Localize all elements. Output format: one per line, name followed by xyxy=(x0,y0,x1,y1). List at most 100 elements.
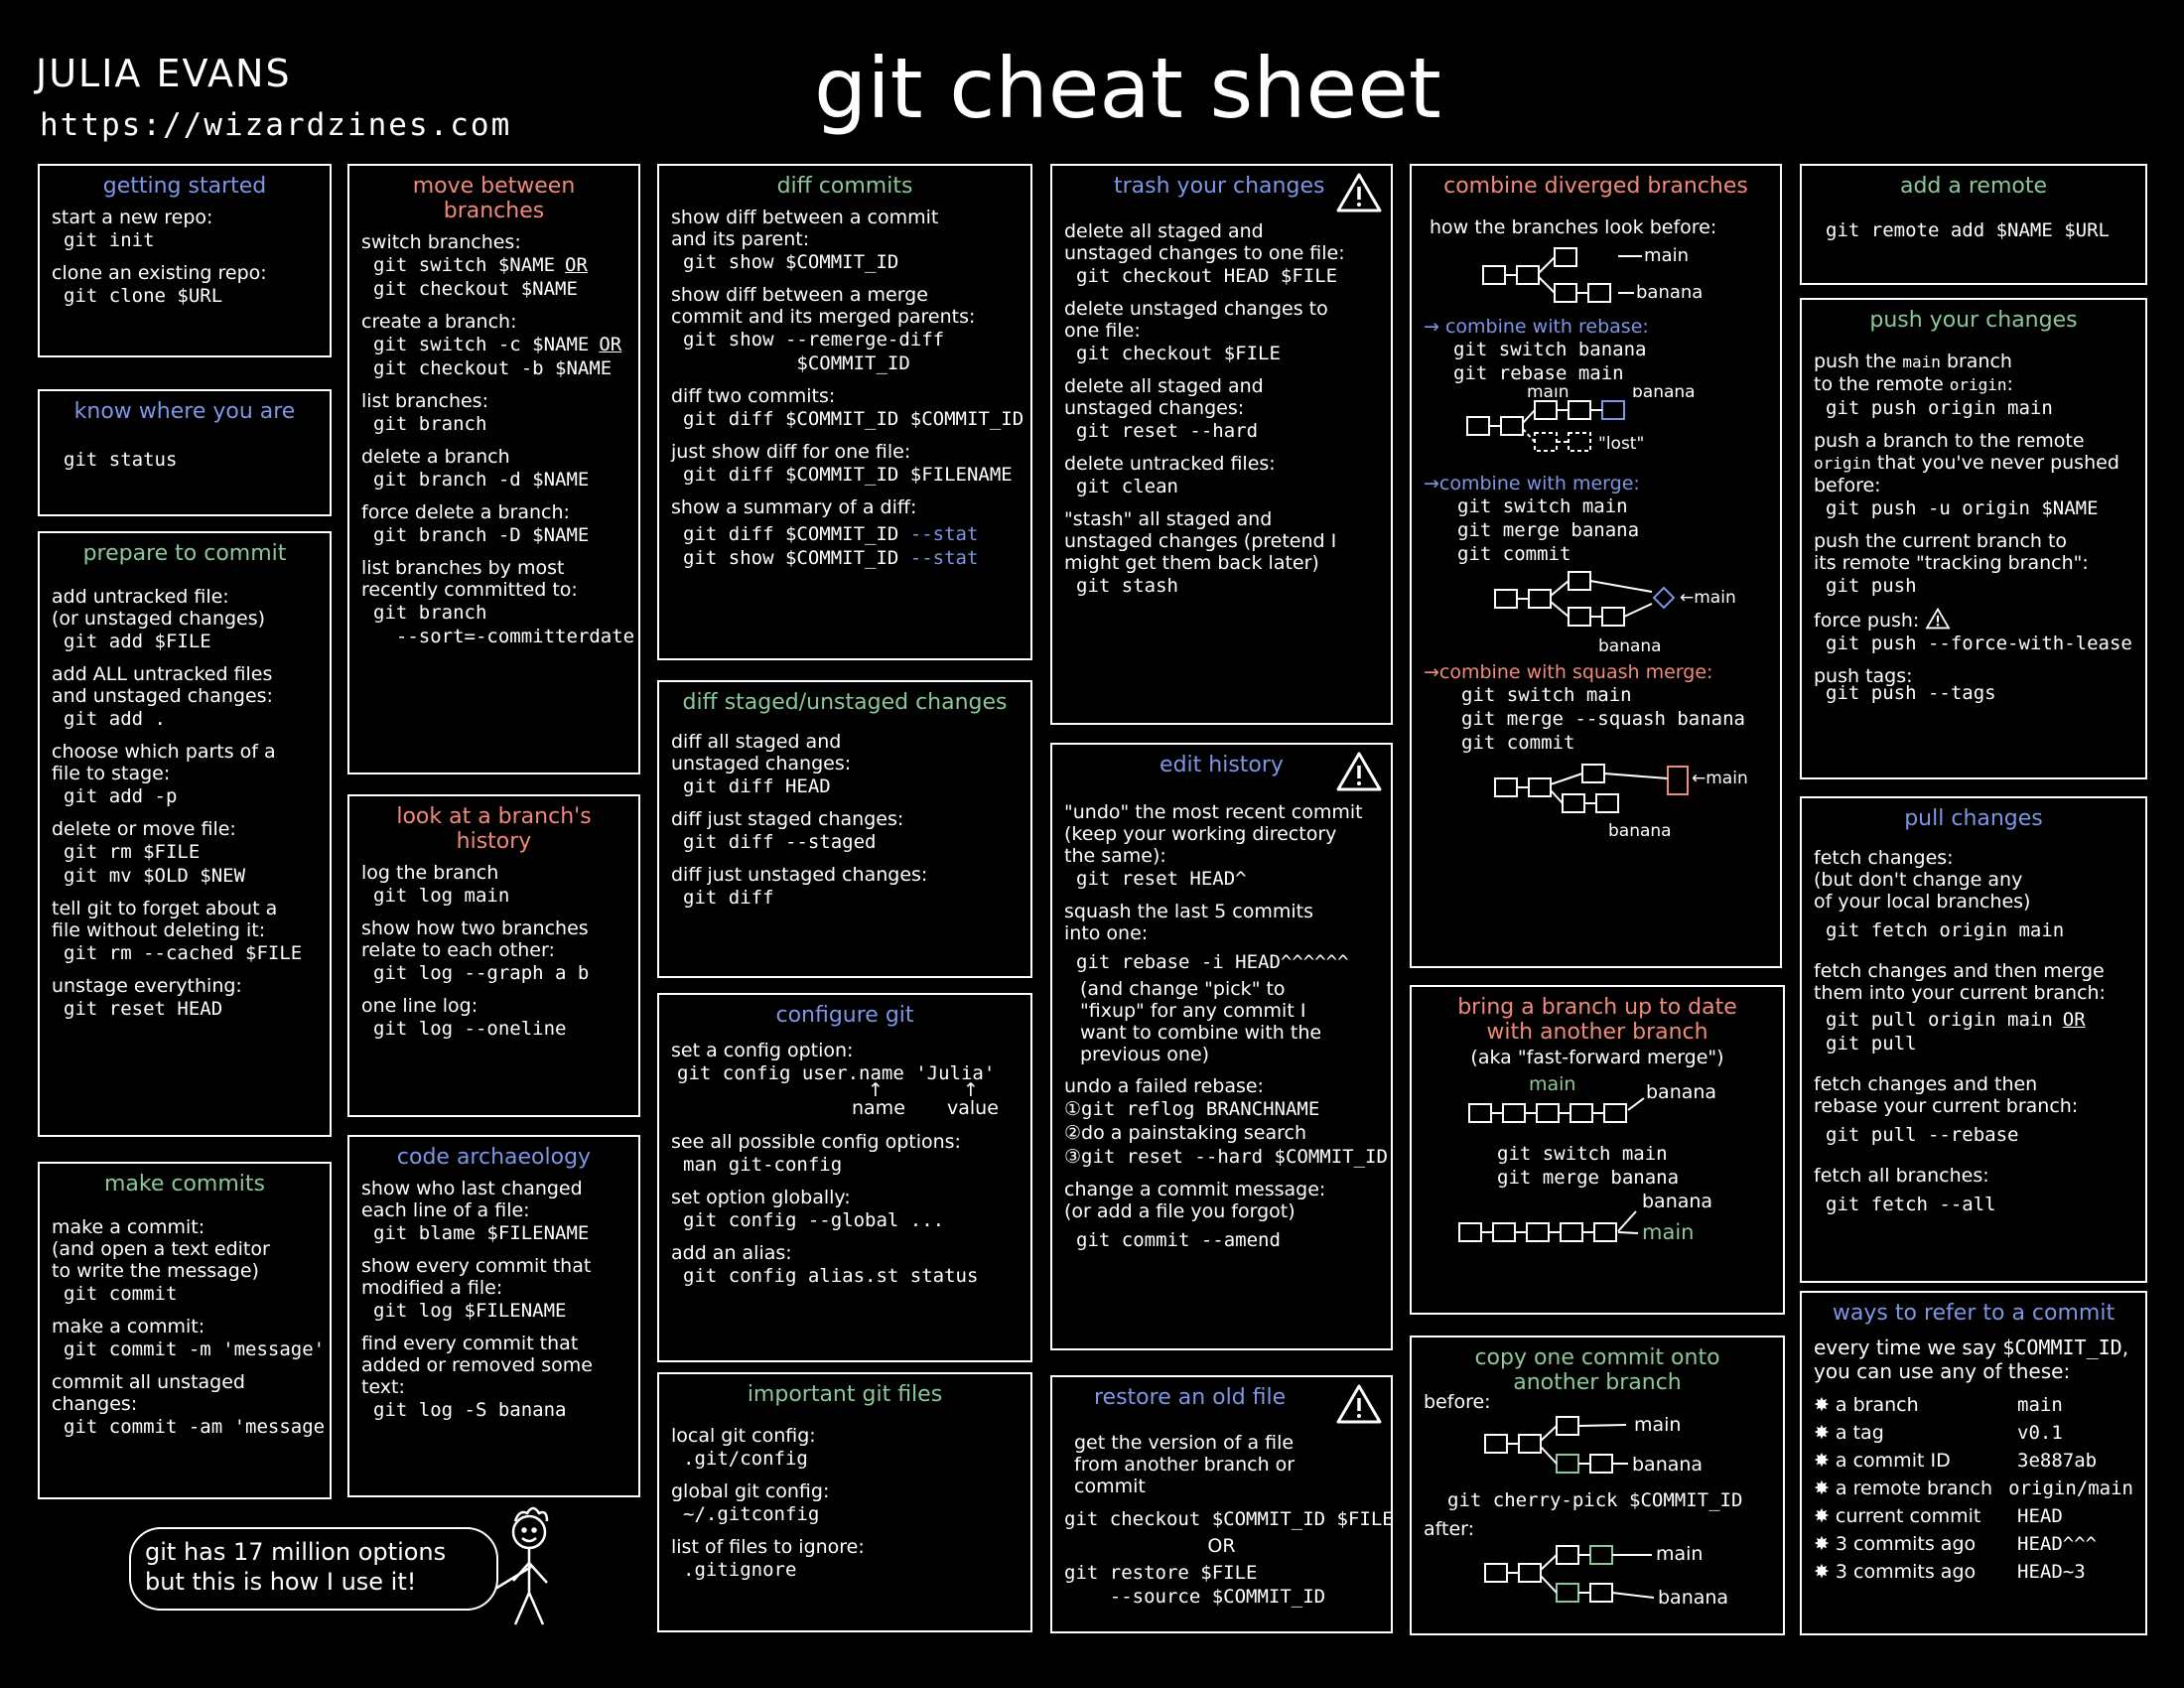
ref-kind-label: a remote branch xyxy=(1835,1477,1993,1499)
command: git reset HEAD xyxy=(64,998,223,1020)
command: git clone $URL xyxy=(64,285,223,307)
remote-name: origin xyxy=(1814,454,1871,473)
ref-kind: ✸current commit xyxy=(1814,1502,2017,1530)
remote-name: origin xyxy=(1949,375,2007,394)
description: choose which parts of a file to stage: xyxy=(52,741,276,784)
command: git branch -D $NAME xyxy=(373,524,590,546)
ref-example: HEAD^^^ xyxy=(2017,1533,2098,1555)
up-arrow-icon: ↑ xyxy=(868,1079,884,1101)
description: fetch changes and then rebase your curre… xyxy=(1814,1073,2079,1117)
command: git add . xyxy=(64,708,166,730)
list-item: show how two branches relate to each oth… xyxy=(361,917,626,985)
description: make a commit: xyxy=(52,1316,205,1337)
main-label: ←main xyxy=(1680,588,1736,608)
section-label: combine with squash merge: xyxy=(1438,661,1713,683)
banana-label: banana xyxy=(1608,821,1672,840)
description: log the branch xyxy=(361,862,499,884)
box-title: make commits xyxy=(103,1172,265,1196)
list-item: diff two commits:git diff $COMMIT_ID $CO… xyxy=(671,385,1024,431)
step-number: ② xyxy=(1064,1122,1082,1144)
list-item: force delete a branch:git branch -D $NAM… xyxy=(361,501,626,547)
description: add ALL untracked files and unstaged cha… xyxy=(52,663,273,707)
value-label: value xyxy=(947,1097,999,1119)
annotation-row: name ↑ value ↑ xyxy=(671,1079,1019,1121)
box-title: move between branches xyxy=(412,174,576,223)
command: git merge --squash banana xyxy=(1461,708,1745,730)
page-title: git cheat sheet xyxy=(814,40,1441,137)
command: git merge banana xyxy=(1497,1167,1680,1189)
command: git pull --rebase xyxy=(1826,1124,2019,1146)
description: force delete a branch: xyxy=(361,501,570,523)
command: $COMMIT_ID xyxy=(683,352,910,374)
merge-label: →combine with merge: xyxy=(1424,473,1768,494)
description: delete all staged and unstaged changes t… xyxy=(1064,220,1345,264)
list-item: just show diff for one file:git diff $CO… xyxy=(671,441,1019,487)
warning-icon xyxy=(1335,751,1383,796)
command: git cherry-pick $COMMIT_ID xyxy=(1447,1489,1743,1511)
combine-branches-box: combine diverged branches how the branch… xyxy=(1410,164,1782,968)
list-item: "stash" all staged and unstaged changes … xyxy=(1064,508,1379,598)
rebase-label: → combine with rebase: xyxy=(1424,316,1768,338)
banana-label: banana xyxy=(1598,636,1662,656)
description: show diff between a merge commit and its… xyxy=(671,284,976,328)
description: how the branches look before: xyxy=(1430,216,1717,238)
ref-example: main xyxy=(2017,1394,2063,1416)
text: every time we say xyxy=(1814,1336,2003,1359)
command: git diff $COMMIT_ID xyxy=(683,523,910,545)
command: git remote add $NAME $URL xyxy=(1826,219,2110,241)
command: git checkout $COMMIT_ID $FILE xyxy=(1064,1508,1393,1530)
bullet-icon: ✸ xyxy=(1814,1505,1830,1527)
banana-label: banana xyxy=(1636,282,1703,303)
stat-flag: --stat xyxy=(909,547,979,569)
command: git branch xyxy=(373,602,487,624)
command: git checkout $NAME xyxy=(373,278,578,300)
box-title: configure git xyxy=(775,1003,914,1028)
site-url[interactable]: https://wizardzines.com xyxy=(40,107,512,143)
refer-commit-box: ways to refer to a commit every time we … xyxy=(1800,1291,2147,1635)
squash-diagram: ←main banana xyxy=(1494,764,1748,840)
command: git restore $FILE xyxy=(1064,1562,1258,1584)
ref-kind: ✸a commit ID xyxy=(1814,1447,2017,1475)
list-item: global git config:~/.gitconfig xyxy=(671,1480,1019,1526)
ff-after-diagram: banana main xyxy=(1458,1192,1712,1244)
warning-icon xyxy=(1335,1383,1383,1429)
ref-kind: ✸a remote branch xyxy=(1814,1475,2008,1502)
push-changes-box: push your changes push the main branch t… xyxy=(1800,298,2147,779)
main-label: main xyxy=(1642,1220,1694,1244)
list-item: add untracked file: (or unstaged changes… xyxy=(52,586,318,653)
box-title: push your changes xyxy=(1869,308,2078,333)
swirl-icon xyxy=(1554,283,1577,303)
ref-kind: ✸3 commits ago xyxy=(1814,1558,2017,1586)
squash-label: →combine with squash merge: xyxy=(1424,661,1768,683)
main-label: main xyxy=(1529,1073,1575,1095)
description: diff all staged and unstaged changes: xyxy=(671,731,852,774)
list-item: list of files to ignore:.gitignore xyxy=(671,1536,1019,1582)
bullet-icon: ✸ xyxy=(1814,1533,1830,1555)
box-title: bring a branch up to date with another b… xyxy=(1457,995,1737,1045)
description: every time we say $COMMIT_ID, you can us… xyxy=(1814,1336,2133,1383)
list-item: clone an existing repo:git clone $URL xyxy=(52,262,318,308)
configure-git-box: configure git set a config option: git c… xyxy=(657,993,1032,1362)
description: clone an existing repo: xyxy=(52,262,267,284)
command: git show --remerge-diff xyxy=(683,329,945,351)
description: diff two commits: xyxy=(671,385,836,407)
edit-history-box: edit history "undo" the most recent comm… xyxy=(1050,743,1393,1350)
description: undo a failed rebase: xyxy=(1064,1075,1264,1097)
box-title: diff commits xyxy=(776,174,913,199)
branch-history-box: look at a branch's history log the branc… xyxy=(347,794,640,1117)
command: git push --force-with-lease xyxy=(1826,633,2132,654)
ref-kind-label: a branch xyxy=(1835,1394,1919,1416)
stat-flag: --stat xyxy=(909,523,979,545)
svg-text:←main: ←main xyxy=(1692,769,1748,788)
description: "stash" all staged and unstaged changes … xyxy=(1064,508,1337,574)
ref-kind-label: a commit ID xyxy=(1835,1450,1951,1472)
command: git stash xyxy=(1076,575,1178,597)
command: git switch -c $NAME xyxy=(373,334,590,355)
rebase-diagram: main banana "lost" xyxy=(1466,387,1696,454)
arrow-icon: → xyxy=(1424,473,1439,494)
description: delete untracked files: xyxy=(1064,453,1276,475)
list-item: delete all staged and unstaged changes t… xyxy=(1064,220,1379,288)
